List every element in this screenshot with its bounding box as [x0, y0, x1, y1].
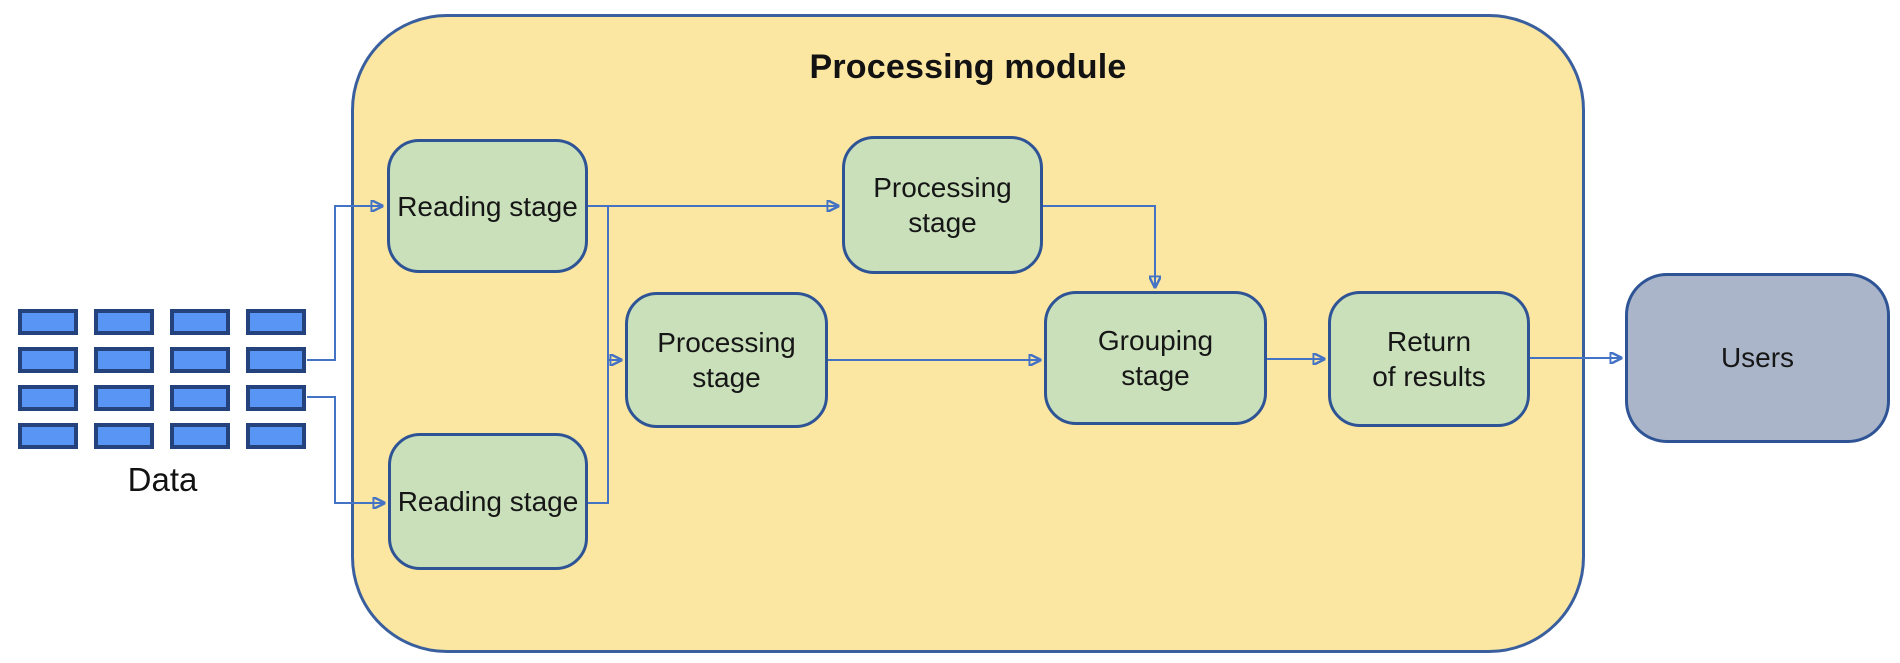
- node-label: Users: [1720, 342, 1795, 373]
- data-block: [18, 309, 78, 335]
- processing-module-title: Processing module: [809, 48, 1127, 86]
- data-block: [18, 347, 78, 373]
- data-block: [18, 423, 78, 449]
- node-label: Reading stage: [397, 190, 578, 222]
- node-label: Return of results: [1372, 326, 1486, 392]
- data-block: [246, 385, 306, 411]
- data-block: [94, 347, 154, 373]
- node-label: Processing stage: [657, 327, 796, 393]
- data-block: [170, 309, 230, 335]
- data-block: [94, 385, 154, 411]
- node-label: Grouping stage: [1097, 325, 1214, 391]
- node-processing-stage-mid: Processing stage: [625, 292, 828, 428]
- data-block: [94, 309, 154, 335]
- node-label: Reading stage: [397, 486, 579, 517]
- data-block: [94, 423, 154, 449]
- node-label: Processing stage: [873, 172, 1012, 238]
- data-label: Data: [127, 461, 198, 498]
- node-return-of-results: Return of results: [1328, 291, 1530, 427]
- node-grouping-stage: Grouping stage: [1044, 291, 1267, 425]
- node-users: Users: [1625, 273, 1890, 443]
- data-block: [18, 385, 78, 411]
- node-processing-stage-top: Processing stage: [842, 136, 1043, 274]
- data-block: [170, 385, 230, 411]
- data-block: [170, 423, 230, 449]
- node-reading-stage-top: Reading stage: [387, 139, 588, 273]
- data-block: [170, 347, 230, 373]
- data-block: [246, 423, 306, 449]
- node-reading-stage-bottom: Reading stage: [388, 433, 588, 570]
- data-block: [246, 347, 306, 373]
- data-block: [246, 309, 306, 335]
- data-grid: [18, 309, 306, 449]
